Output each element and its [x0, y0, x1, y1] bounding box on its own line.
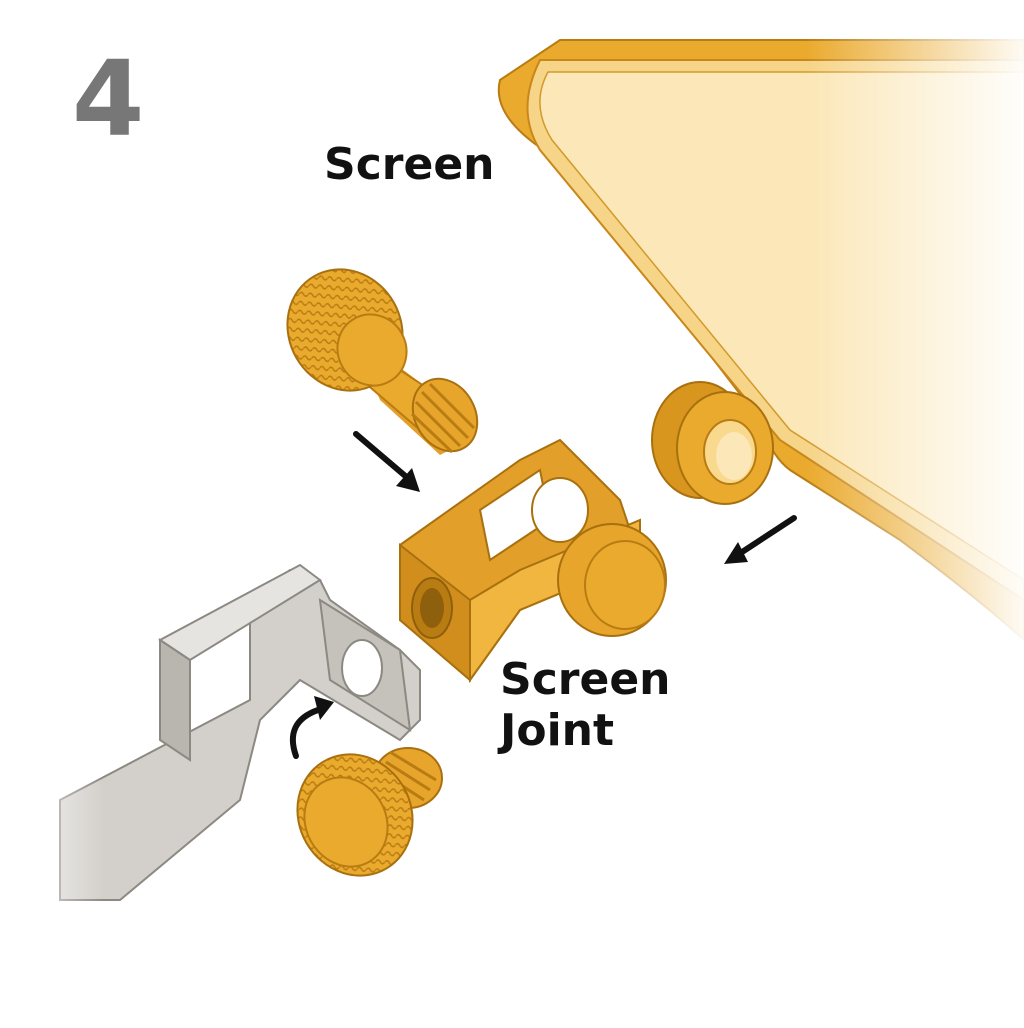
- step-number: 4: [72, 38, 145, 160]
- thumb-screw-bottom: [296, 747, 443, 877]
- screen-frame: [497, 20, 1024, 660]
- arrow-down-right-icon: [353, 431, 420, 492]
- screen-joint-label-line2: Joint: [500, 704, 615, 756]
- bracket: [0, 563, 421, 920]
- arrow-down-left-icon: [724, 515, 797, 564]
- screen-joint-label-line1: Screen: [500, 654, 671, 705]
- screen-joint-label: Screen Joint: [500, 654, 671, 756]
- thumb-screw-top: [286, 268, 479, 455]
- screen-hinge-eye: [651, 381, 774, 505]
- screen-joint: [399, 438, 667, 684]
- screen-label: Screen: [324, 139, 495, 190]
- curved-arrow-icon: [289, 696, 334, 759]
